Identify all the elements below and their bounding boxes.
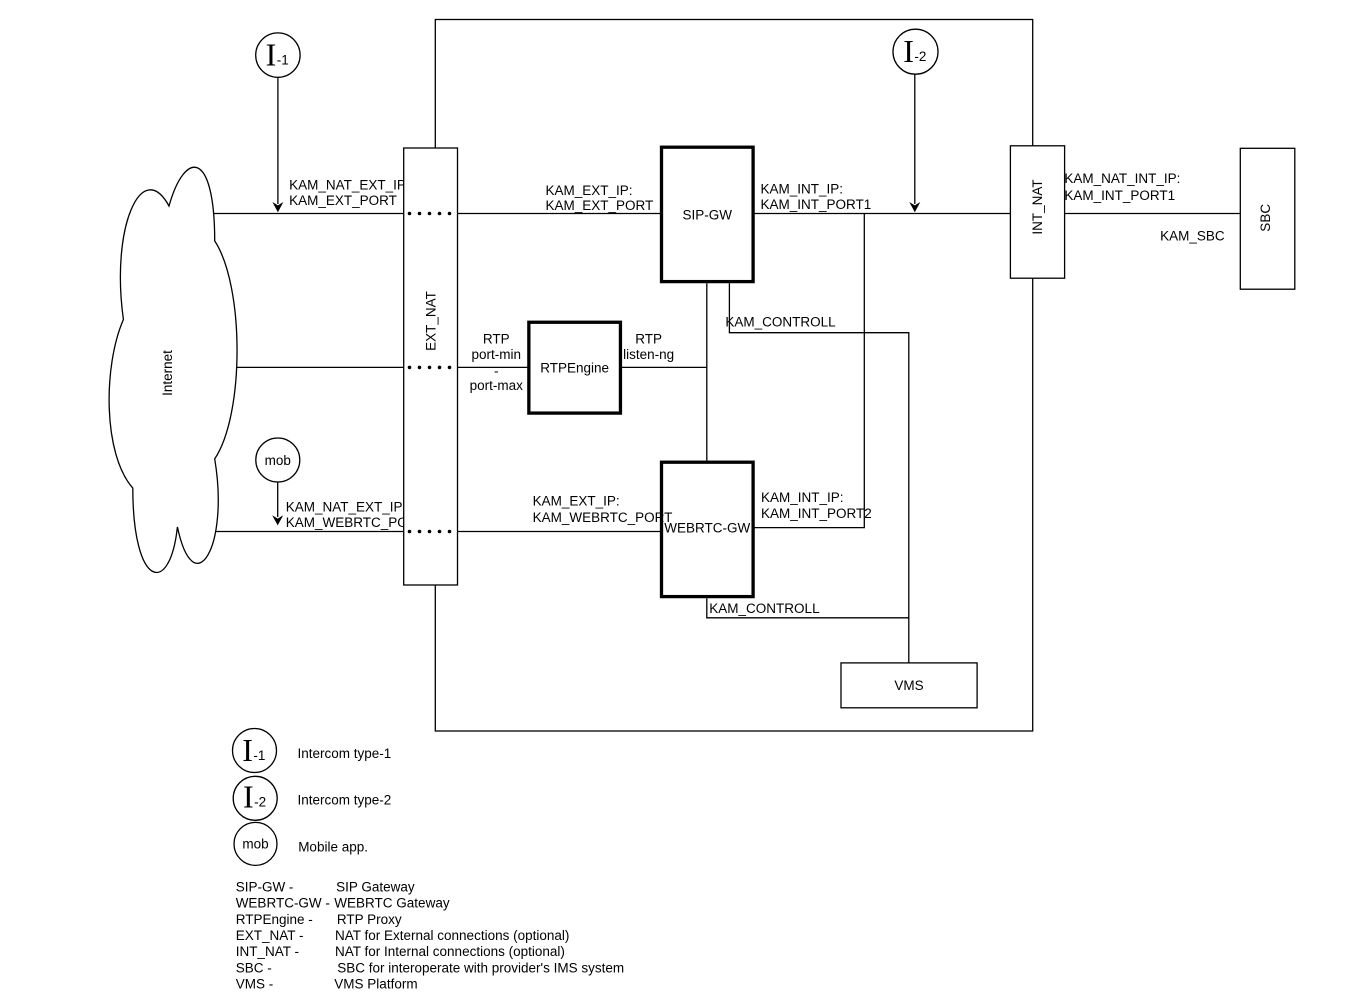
svg-text:mob: mob [242,836,268,851]
svg-text:KAM_SBC: KAM_SBC [1160,229,1225,244]
svg-text:Intercom type-1: Intercom type-1 [298,746,392,761]
svg-text:EXT_NAT: EXT_NAT [423,291,438,351]
svg-text:KAM_NAT_INT_IP:: KAM_NAT_INT_IP: [1064,171,1180,186]
svg-text:-: - [494,364,499,379]
svg-text:SIP-GW -: SIP-GW - [236,880,294,895]
svg-text:KAM_NAT_EXT_IP:: KAM_NAT_EXT_IP: [286,500,407,515]
svg-text:SBC -: SBC - [236,960,272,975]
svg-text:SIP-GW: SIP-GW [683,207,733,222]
svg-text:-1: -1 [253,748,265,763]
svg-text:RTP: RTP [483,331,510,346]
svg-text:KAM_NAT_EXT_IP:: KAM_NAT_EXT_IP: [289,178,410,193]
svg-text:RTPEngine: RTPEngine [540,361,609,376]
svg-text:WEBRTC Gateway: WEBRTC Gateway [334,896,450,911]
svg-text:RTPEngine -: RTPEngine - [236,912,313,927]
svg-text:KAM_CONTROLL: KAM_CONTROLL [725,315,836,330]
svg-text:KAM_EXT_PORT: KAM_EXT_PORT [546,198,654,213]
svg-text:NAT for External connections (: NAT for External connections (optional) [335,928,569,943]
svg-text:-1: -1 [277,53,289,68]
svg-text:SIP Gateway: SIP Gateway [336,880,415,895]
svg-text:-2: -2 [254,795,266,810]
svg-text:KAM_CONTROLL: KAM_CONTROLL [709,601,820,616]
svg-text:I: I [243,779,254,815]
svg-text:-2: -2 [914,49,926,64]
svg-text:Mobile app.: Mobile app. [298,840,368,855]
svg-text:INT_NAT -: INT_NAT - [236,944,299,959]
svg-text:INT_NAT: INT_NAT [1030,179,1045,234]
svg-text:KAM_INT_PORT1: KAM_INT_PORT1 [761,197,872,212]
svg-text:KAM_EXT_PORT: KAM_EXT_PORT [289,193,397,208]
svg-text:Internet: Internet [160,350,175,396]
svg-text:I: I [903,33,914,69]
svg-text:WEBRTC-GW: WEBRTC-GW [664,520,750,535]
svg-text:RTP Proxy: RTP Proxy [337,912,402,927]
svg-text:KAM_WEBRTC_PORT: KAM_WEBRTC_PORT [286,515,426,530]
svg-text:NAT for Internal connections (: NAT for Internal connections (optional) [335,944,565,959]
svg-text:KAM_INT_PORT1: KAM_INT_PORT1 [1064,188,1175,203]
svg-text:VMS: VMS [894,678,923,693]
svg-text:KAM_INT_IP:: KAM_INT_IP: [761,181,844,196]
svg-text:listen-ng: listen-ng [623,347,674,362]
svg-text:VMS Platform: VMS Platform [334,977,417,992]
svg-text:KAM_INT_PORT2: KAM_INT_PORT2 [761,506,872,521]
svg-text:I: I [266,37,277,73]
svg-text:port-max: port-max [470,378,524,393]
svg-text:mob: mob [265,453,291,468]
svg-text:KAM_WEBRTC_PORT: KAM_WEBRTC_PORT [533,510,673,525]
svg-text:WEBRTC-GW -: WEBRTC-GW - [236,896,330,911]
svg-text:KAM_EXT_IP:: KAM_EXT_IP: [546,183,633,198]
svg-text:SBC: SBC [1258,204,1273,232]
svg-text:KAM_EXT_IP:: KAM_EXT_IP: [533,494,620,509]
svg-text:VMS -: VMS - [236,977,274,992]
svg-text:port-min: port-min [471,347,521,362]
svg-text:SBC for interoperate with prov: SBC for interoperate with provider's IMS… [337,960,624,975]
svg-text:EXT_NAT -: EXT_NAT - [236,928,304,943]
svg-text:I: I [242,732,253,768]
svg-text:RTP: RTP [635,331,662,346]
svg-text:Intercom type-2: Intercom type-2 [298,793,392,808]
svg-text:KAM_INT_IP:: KAM_INT_IP: [761,490,844,505]
